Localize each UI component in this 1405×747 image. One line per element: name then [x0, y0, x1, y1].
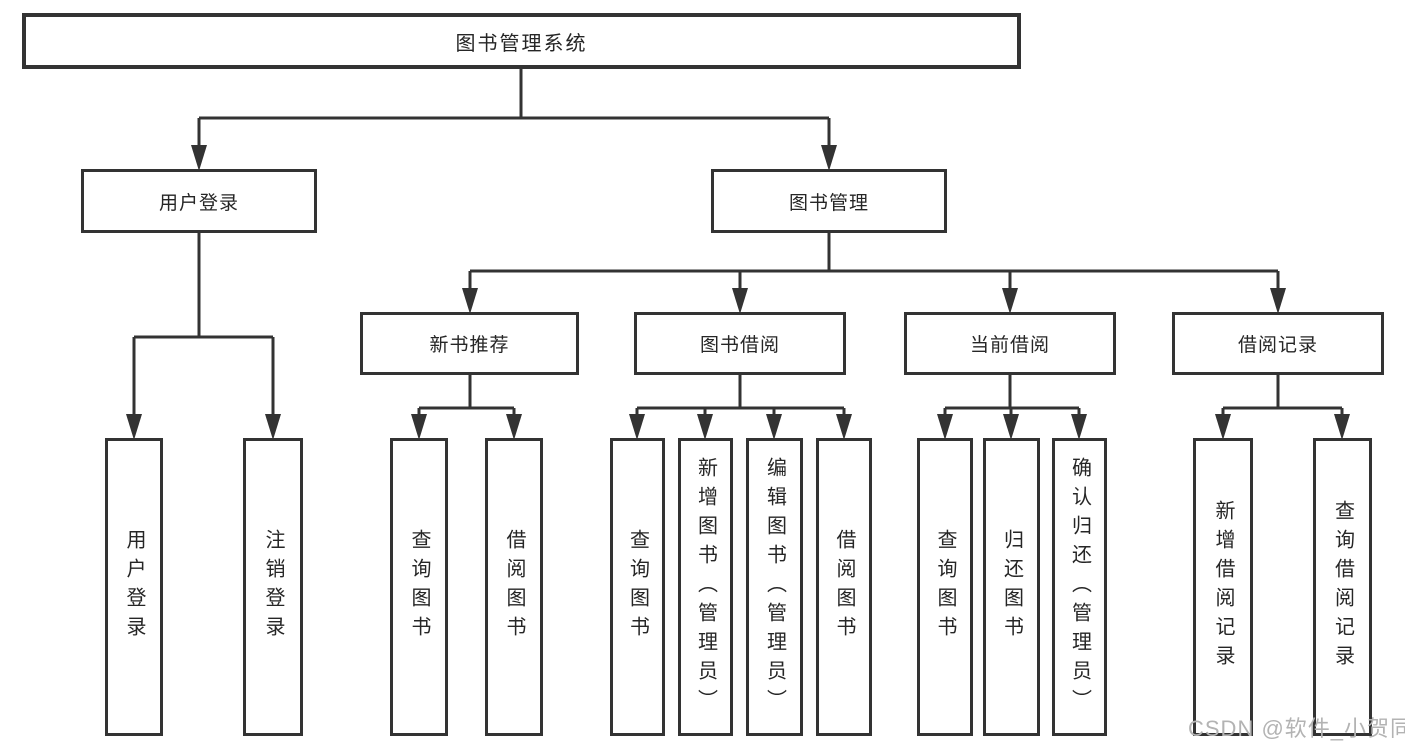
node-label: 新书推荐 [429, 335, 510, 356]
node-label: 查询借阅记录 [1331, 500, 1354, 674]
leaf-nb-borrow-books: 借阅图书 [485, 438, 543, 736]
leaf-nb-query-books: 查询图书 [390, 438, 448, 736]
node-label: 借阅图书 [503, 529, 525, 645]
leaf-bb-query-books: 查询图书 [610, 438, 665, 736]
node-user-login: 用户登录 [81, 169, 317, 233]
node-label: 查询图书 [934, 529, 956, 645]
leaf-bb-borrow-books: 借阅图书 [816, 438, 872, 736]
node-book-borrowing: 图书借阅 [634, 312, 846, 375]
node-label: 查询图书 [408, 529, 430, 645]
node-label: 借阅图书 [833, 529, 855, 645]
arrowheads-user-login [126, 414, 281, 440]
node-label: 借阅记录 [1237, 335, 1318, 356]
node-label: 归还图书 [1000, 529, 1023, 645]
arrowheads-current-borrow [937, 414, 1087, 440]
arrowheads-level2 [191, 145, 837, 171]
arrowheads-level3 [462, 288, 1286, 314]
node-label: 用户登录 [123, 529, 145, 645]
node-label: 查询图书 [626, 529, 649, 645]
arrowheads-borrow-records [1215, 414, 1350, 440]
leaf-cb-return-books: 归还图书 [983, 438, 1040, 736]
leaf-cb-query-books: 查询图书 [917, 438, 973, 736]
node-label: 新增图书（管理员） [694, 456, 717, 718]
arrowheads-new-books [411, 414, 522, 440]
connector-current-borrow-children [943, 375, 1081, 420]
leaf-user-login: 用户登录 [105, 438, 163, 736]
leaf-logout: 注销登录 [243, 438, 303, 736]
connector-book-borrow-children [635, 375, 846, 420]
node-borrowing-records: 借阅记录 [1172, 312, 1384, 375]
node-library-management-system: 图书管理系统 [22, 13, 1021, 69]
connector-borrow-records-children [1221, 375, 1344, 420]
node-label: 确认归还（管理员） [1068, 456, 1091, 718]
connector-user-login-children [132, 233, 275, 420]
node-label: 编辑图书（管理员） [763, 456, 786, 718]
connector-book-mgmt-children [468, 233, 1280, 292]
node-new-book-recommendation: 新书推荐 [360, 312, 579, 375]
node-current-borrowing: 当前借阅 [904, 312, 1116, 375]
leaf-bb-edit-books-admin: 编辑图书（管理员） [746, 438, 803, 736]
node-book-management: 图书管理 [711, 169, 947, 233]
leaf-bb-add-books-admin: 新增图书（管理员） [678, 438, 733, 736]
node-label: 用户登录 [158, 192, 239, 214]
connector-root-to-level2 [197, 69, 831, 150]
node-label: 新增借阅记录 [1212, 500, 1234, 674]
leaf-cb-confirm-return-admin: 确认归还（管理员） [1052, 438, 1107, 736]
node-label: 图书借阅 [699, 335, 780, 356]
node-label: 当前借阅 [969, 335, 1050, 356]
connector-new-books-children [417, 375, 516, 420]
arrowheads-book-borrow [629, 414, 852, 440]
node-label: 图书管理系统 [455, 32, 588, 55]
csdn-watermark: CSDN @软件_小贺同学 [1188, 716, 1405, 741]
leaf-br-query-record: 查询借阅记录 [1313, 438, 1372, 736]
node-label: 图书管理 [788, 192, 869, 214]
leaf-br-add-record: 新增借阅记录 [1193, 438, 1253, 736]
node-label: 注销登录 [262, 529, 284, 645]
